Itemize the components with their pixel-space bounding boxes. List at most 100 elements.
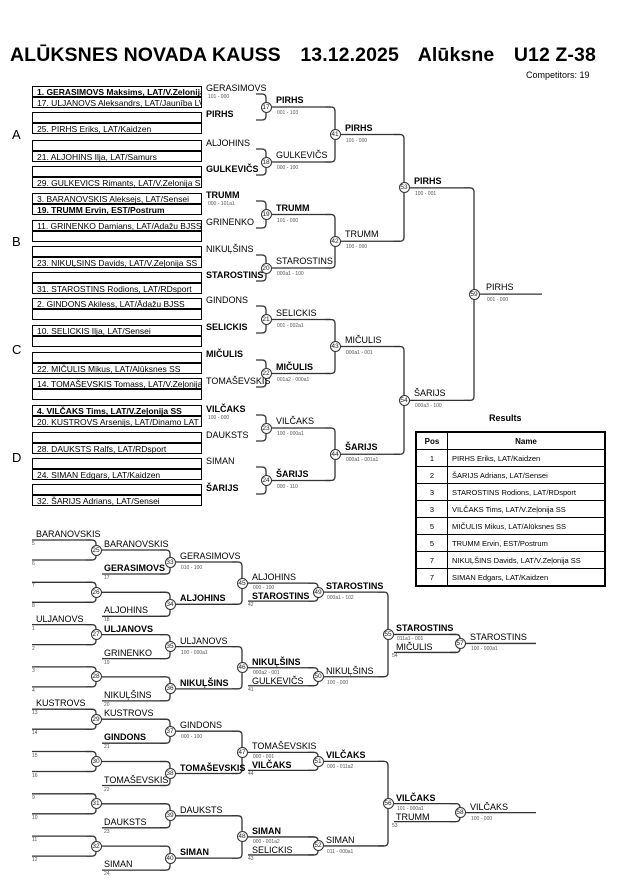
- rep-r1-name: ULJANOVS: [36, 613, 84, 624]
- draw-entry: [32, 432, 202, 443]
- rep-r2-seed: 19: [104, 659, 110, 666]
- r1-winner-name: STAROSTINS: [276, 256, 333, 266]
- rep-seed-top: 5: [32, 541, 35, 547]
- rep-r5-top-score: 000a1 - 102: [327, 595, 354, 602]
- match-number: 49: [312, 586, 324, 598]
- pool-label-A: A: [12, 127, 21, 142]
- r1-winner-name: PIRHS: [276, 95, 304, 105]
- pool-label-D: D: [12, 450, 22, 465]
- results-pos: 7: [415, 568, 448, 587]
- pool-label-C: C: [12, 342, 22, 357]
- match-number: 37: [164, 725, 176, 737]
- match-number: 35: [164, 641, 176, 653]
- rep-r6-seed: 53: [392, 822, 398, 829]
- r1-bottom-name: GULKEVIČS: [206, 164, 259, 174]
- r1-winner-name: VILČAKS: [276, 416, 315, 426]
- r1-winner-score: 001 - 103: [277, 110, 299, 116]
- rep-r3-score: 010 - 100: [181, 565, 203, 571]
- rep-seed-bottom: 2: [32, 645, 35, 652]
- r2-winner-score: 101 - 000: [346, 137, 368, 144]
- rep-r2-bottom-name: NIKUĻŠINS: [104, 689, 152, 700]
- r1-score: 000 - 101a1: [208, 201, 235, 207]
- match-number: 53: [398, 182, 410, 194]
- r1-score: 100 - 000: [208, 415, 230, 421]
- rep-r2-top-name: BARANOVSKIS: [104, 539, 169, 549]
- rep-r4-seed: 41: [248, 686, 254, 693]
- rep-r6-seed: 54: [392, 653, 398, 660]
- match-number: 20: [260, 262, 272, 274]
- rep-r3-top-name: GERASIMOVS: [180, 551, 241, 561]
- rep-r2-bottom-name: SIMAN: [104, 859, 133, 870]
- draw-entry: 19. TRUMM Ervin, EST/Postrum: [32, 204, 202, 215]
- rep-r4-score: 000 - 001a2: [253, 838, 280, 845]
- r2-winner-score: 000a1 - 001: [346, 349, 373, 356]
- rep-r2-seed: 24: [104, 871, 110, 878]
- r1-winner-name: TRUMM: [276, 202, 310, 213]
- rep-r4-top-name: NIKUĻŠINS: [252, 656, 301, 667]
- draw-entry: 31. STAROSTINS Rodions, LAT/RDsport: [32, 283, 202, 294]
- match-number: 21: [260, 314, 272, 325]
- results-pos: 5: [415, 534, 448, 552]
- rep-r4-seed: 44: [248, 771, 254, 778]
- rep-r2-bottom-name: TOMAŠEVSKIS: [104, 774, 169, 785]
- r1-score: 101 - 000: [208, 94, 230, 100]
- event-name: ALŪKSNES NOVADA KAUSS: [10, 44, 281, 66]
- rep-r4-top-name: ALJOHINS: [252, 572, 297, 583]
- match-number: 42: [329, 235, 341, 247]
- draw-entry: [32, 309, 202, 320]
- draw-entry: 22. MIČULIS Mikus, LAT/Alūksnes SS: [32, 363, 202, 374]
- r1-top-name: MIČULIS: [206, 349, 243, 359]
- match-number: 24: [260, 475, 272, 486]
- match-number: 39: [164, 810, 176, 822]
- rep-seed-top: 3: [32, 667, 35, 674]
- rep-r4-score: 000a2 - 001: [253, 669, 280, 676]
- r1-winner-score: 100 - 000a1: [277, 431, 304, 437]
- r1-bottom-name: DAUKSTS: [206, 430, 249, 440]
- results-pos: 2: [415, 466, 448, 484]
- rep-r3-score: 100 - 000a1: [181, 649, 208, 656]
- r3-winner-name: PIRHS: [414, 175, 442, 186]
- rep-r3-top-name: GINDONS: [180, 720, 223, 731]
- event-category: U12 Z-38: [513, 44, 596, 66]
- r1-top-name: VILČAKS: [206, 404, 246, 414]
- rep-seed-top: 1: [32, 625, 35, 632]
- results-pos: 3: [415, 500, 448, 518]
- match-number: 26: [90, 586, 102, 598]
- results-title: Results: [489, 413, 522, 423]
- r1-winner-score: 101 - 000: [277, 217, 299, 224]
- rep-r4-bottom-name: SELICKIS: [252, 844, 293, 855]
- rep-r6-top-name: STAROSTINS: [396, 623, 454, 634]
- r2-winner-score: 100 - 000: [346, 244, 368, 251]
- match-number: 56: [382, 798, 394, 810]
- match-number: 48: [236, 831, 248, 843]
- match-number: 31: [90, 798, 102, 810]
- r1-top-name: GINDONS: [206, 295, 249, 305]
- rep-r3-bottom-name: SIMAN: [180, 847, 209, 858]
- match-number: 28: [90, 671, 102, 683]
- rep-r5-top-score: 000 - 011a2: [327, 764, 354, 771]
- draw-entry: [32, 336, 202, 347]
- r1-top-name: GERASIMOVS: [206, 83, 267, 93]
- rep-seed-bottom: 8: [32, 603, 35, 610]
- r1-bottom-name: PIRHS: [206, 109, 234, 119]
- draw-entry: [32, 458, 202, 469]
- rep-r6-score: 011a1 - 001: [397, 636, 424, 643]
- rep-r4-seed: 42: [248, 602, 254, 609]
- results-pos: 1: [415, 449, 448, 467]
- draw-entry: 32. ŠARIJS Adrians, LAT/Sensei: [32, 495, 202, 506]
- rep-r2-bottom-name: ALJOHINS: [104, 605, 149, 616]
- bronze-winner-score: 100 - 000a1: [471, 646, 498, 653]
- bronze-winner-score: 100 - 000: [471, 815, 493, 822]
- r1-winner-score: 001a2 - 000a1: [277, 376, 310, 383]
- pool-label-B: B: [12, 234, 21, 249]
- draw-entry: [32, 140, 202, 151]
- competitors-count: Competitors: 19: [526, 70, 590, 80]
- r1-top-name: TRUMM: [206, 190, 240, 200]
- draw-entry: 1. GERASIMOVS Maksims, LAT/V.Zelonija SS: [32, 86, 202, 97]
- rep-r2-top-name: ULJANOVS: [104, 623, 154, 634]
- match-number: 44: [329, 448, 341, 460]
- draw-entry: 11. GRINENKO Damians, LAT/Adažu BJSS: [32, 220, 202, 231]
